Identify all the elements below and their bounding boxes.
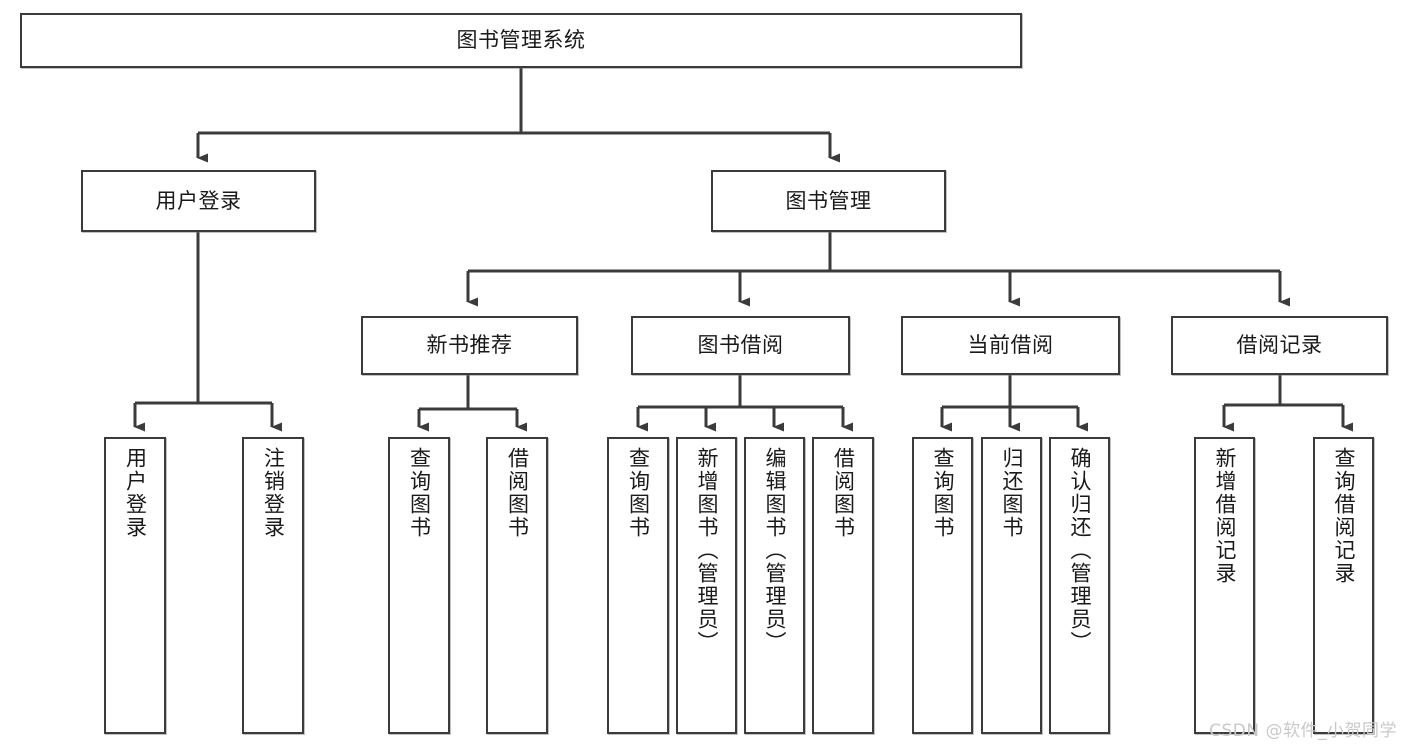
leaf-recommend-borrow-book[interactable]: 借阅图书: [486, 437, 548, 734]
leaf-current-confirm-return-admin[interactable]: 确认归还（管理员）: [1049, 437, 1110, 734]
node-label: 查询图书: [931, 447, 955, 539]
node-label: 借阅图书: [505, 447, 530, 539]
watermark-text: CSDN @软件_小贺同学: [1209, 721, 1397, 741]
node-current-borrow[interactable]: 当前借阅: [901, 316, 1120, 375]
leaf-user-login[interactable]: 用户登录: [104, 437, 166, 734]
node-label: 注销登录: [261, 447, 286, 539]
leaf-recommend-query-book[interactable]: 查询图书: [388, 437, 450, 734]
leaf-record-add-borrow-record[interactable]: 新增借阅记录: [1194, 437, 1255, 734]
leaf-borrow-borrow-book[interactable]: 借阅图书: [812, 437, 874, 734]
node-book-borrow[interactable]: 图书借阅: [631, 316, 850, 375]
node-user-login[interactable]: 用户登录: [81, 170, 316, 232]
node-label: 新书推荐: [426, 333, 513, 358]
node-label: 查询图书: [626, 447, 651, 539]
node-label: 确认归还（管理员）: [1068, 447, 1092, 654]
node-label: 查询借阅记录: [1332, 447, 1356, 585]
leaf-borrow-add-book-admin[interactable]: 新增图书（管理员）: [676, 437, 737, 734]
leaf-record-query-borrow-record[interactable]: 查询借阅记录: [1313, 437, 1374, 734]
node-label: 查询图书: [407, 447, 432, 539]
node-label: 归还图书: [1000, 447, 1024, 539]
node-label: 新增借阅记录: [1213, 447, 1237, 585]
node-book-management[interactable]: 图书管理: [711, 170, 946, 232]
node-label: 编辑图书（管理员）: [763, 447, 787, 654]
node-label: 借阅图书: [831, 447, 856, 539]
node-label: 用户登录: [123, 447, 148, 539]
node-label: 新增图书（管理员）: [695, 447, 719, 654]
leaf-user-logout[interactable]: 注销登录: [242, 437, 304, 734]
node-new-book-recommend[interactable]: 新书推荐: [361, 316, 578, 375]
node-label: 图书管理: [785, 188, 872, 213]
node-label: 图书借阅: [697, 333, 784, 358]
leaf-current-return-book[interactable]: 归还图书: [981, 437, 1042, 734]
node-root-library-management-system[interactable]: 图书管理系统: [20, 13, 1022, 68]
node-label: 图书管理系统: [456, 28, 586, 53]
leaf-borrow-query-book[interactable]: 查询图书: [607, 437, 669, 734]
node-label: 借阅记录: [1236, 333, 1323, 358]
node-borrow-record[interactable]: 借阅记录: [1171, 316, 1388, 375]
leaf-current-query-book[interactable]: 查询图书: [912, 437, 973, 734]
node-label: 用户登录: [155, 188, 242, 213]
node-label: 当前借阅: [967, 333, 1054, 358]
leaf-borrow-edit-book-admin[interactable]: 编辑图书（管理员）: [744, 437, 805, 734]
